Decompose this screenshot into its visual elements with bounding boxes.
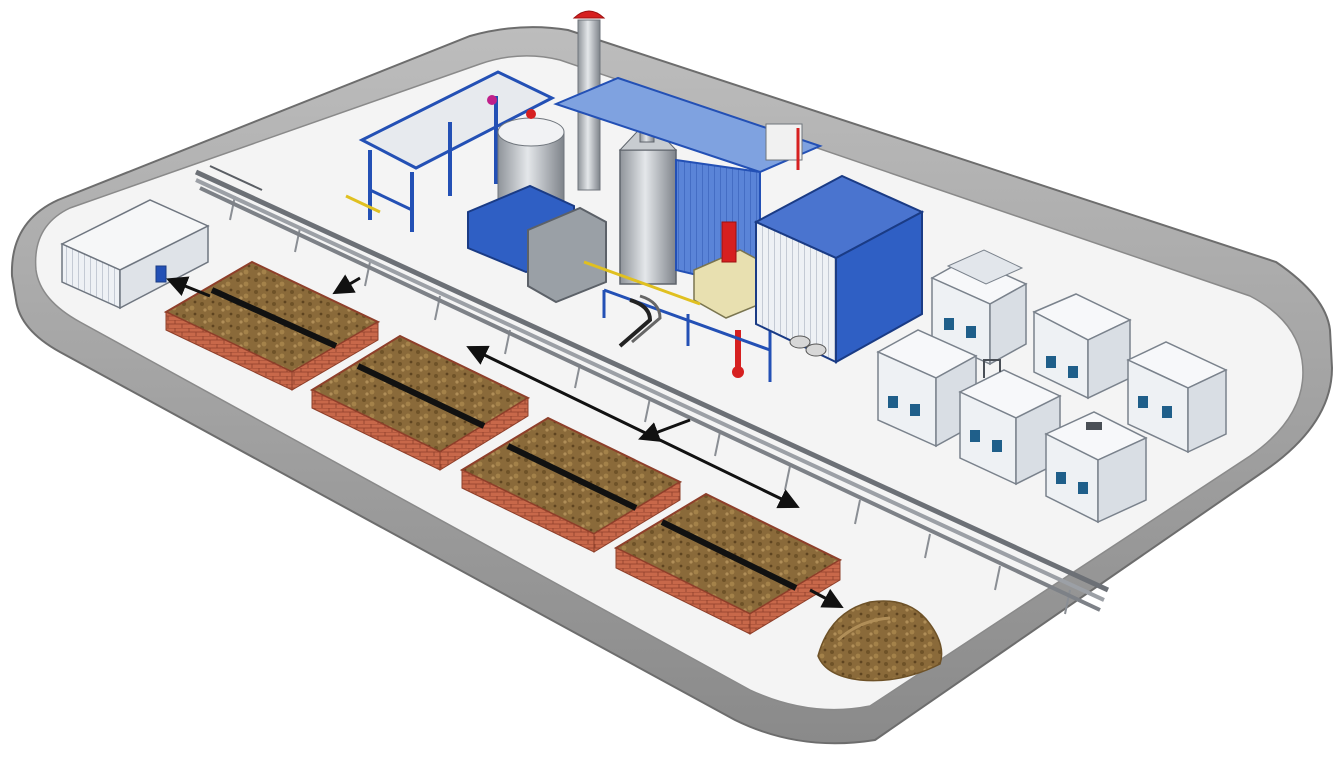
bed1-arrow — [332, 274, 361, 295]
bed-to-bed-arrow — [466, 345, 800, 509]
pile-arrow — [809, 588, 844, 608]
container-unit — [1126, 341, 1228, 454]
container-unit — [1032, 293, 1132, 400]
blue-warehouse — [753, 174, 925, 364]
barrels — [789, 335, 827, 357]
small-shed — [60, 199, 210, 310]
soil-pile — [817, 600, 943, 682]
processing-plant — [345, 10, 925, 382]
windrow-bed-4 — [613, 492, 843, 635]
container-unit — [946, 249, 1024, 285]
windrow-bed-1 — [163, 260, 381, 391]
container-unit — [1044, 411, 1148, 524]
main-silo — [618, 110, 678, 285]
conveyor — [345, 70, 556, 232]
shed-arrow — [166, 276, 211, 298]
flow-arrows — [166, 274, 844, 608]
bed3-arrow — [638, 418, 691, 442]
container-units — [876, 249, 1228, 524]
